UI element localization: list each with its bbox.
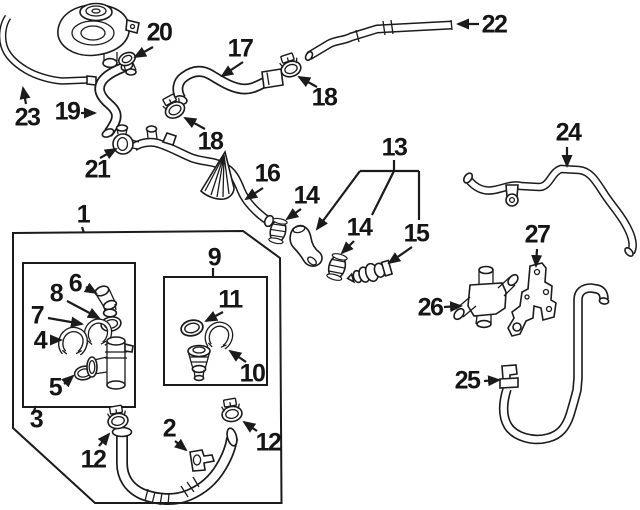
outlet-hose-24 [462, 164, 637, 258]
callout-26[interactable]: 26 [417, 293, 444, 322]
callout-25[interactable]: 25 [454, 366, 481, 395]
callout-27[interactable]: 27 [524, 220, 551, 249]
callout-23[interactable]: 23 [14, 103, 41, 132]
callout-12-left[interactable]: 12 [80, 445, 107, 474]
group-box-9 [163, 276, 268, 386]
callout-3[interactable]: 3 [29, 405, 44, 434]
fitting-6 [94, 285, 118, 318]
callout-6[interactable]: 6 [68, 269, 83, 298]
clamp-14-b [325, 251, 349, 283]
callout-21[interactable]: 21 [84, 155, 111, 184]
callout-15[interactable]: 15 [403, 219, 430, 248]
heater-hose-16 [131, 125, 275, 228]
elbow-hose-13 [289, 224, 323, 267]
callout-18-right[interactable]: 18 [311, 83, 338, 112]
lower-hose-25 [498, 283, 610, 445]
callout-1[interactable]: 1 [76, 200, 91, 229]
reservoir-hose-19 [94, 60, 134, 138]
water-outlet-26 [453, 265, 519, 329]
callout-17[interactable]: 17 [227, 34, 254, 63]
callout-8[interactable]: 8 [49, 279, 64, 308]
valve-21 [112, 124, 140, 155]
callout-5[interactable]: 5 [48, 373, 63, 402]
callout-10[interactable]: 10 [239, 359, 266, 388]
radiator-hose-2 [111, 426, 238, 506]
group-box-3 [22, 262, 136, 408]
callout-24[interactable]: 24 [555, 118, 582, 147]
callout-7[interactable]: 7 [30, 301, 45, 330]
overflow-hose-23 [0, 14, 97, 86]
vent-hose-22 [304, 19, 453, 62]
callout-22[interactable]: 22 [481, 10, 508, 39]
bypass-hose-17 [172, 65, 284, 105]
callout-4[interactable]: 4 [33, 326, 48, 355]
callout-19[interactable]: 19 [54, 97, 81, 126]
callout-20[interactable]: 20 [146, 18, 173, 47]
callout-14-a[interactable]: 14 [293, 181, 320, 210]
clip-4 [59, 328, 87, 357]
leader-arrows [19, 18, 573, 452]
bracket-27 [507, 262, 557, 337]
callout-13[interactable]: 13 [381, 133, 408, 162]
coolant-reservoir [57, 2, 140, 69]
seal-11 [178, 317, 206, 339]
clip-10 [205, 322, 233, 351]
cap-fitting-9 [187, 344, 211, 382]
tee-fitting [86, 336, 134, 390]
callout-9[interactable]: 9 [207, 243, 222, 272]
callout-11[interactable]: 11 [218, 285, 243, 314]
fitting-15 [346, 259, 394, 284]
callout-2[interactable]: 2 [162, 414, 177, 443]
callout-16[interactable]: 16 [254, 159, 281, 188]
clamp-12-right [218, 396, 244, 424]
callout-12-right[interactable]: 12 [255, 428, 282, 457]
clamp-12-left [104, 403, 130, 431]
callout-14-b[interactable]: 14 [346, 213, 373, 242]
callout-18-left[interactable]: 18 [197, 127, 224, 156]
group-box-1 [12, 229, 283, 504]
